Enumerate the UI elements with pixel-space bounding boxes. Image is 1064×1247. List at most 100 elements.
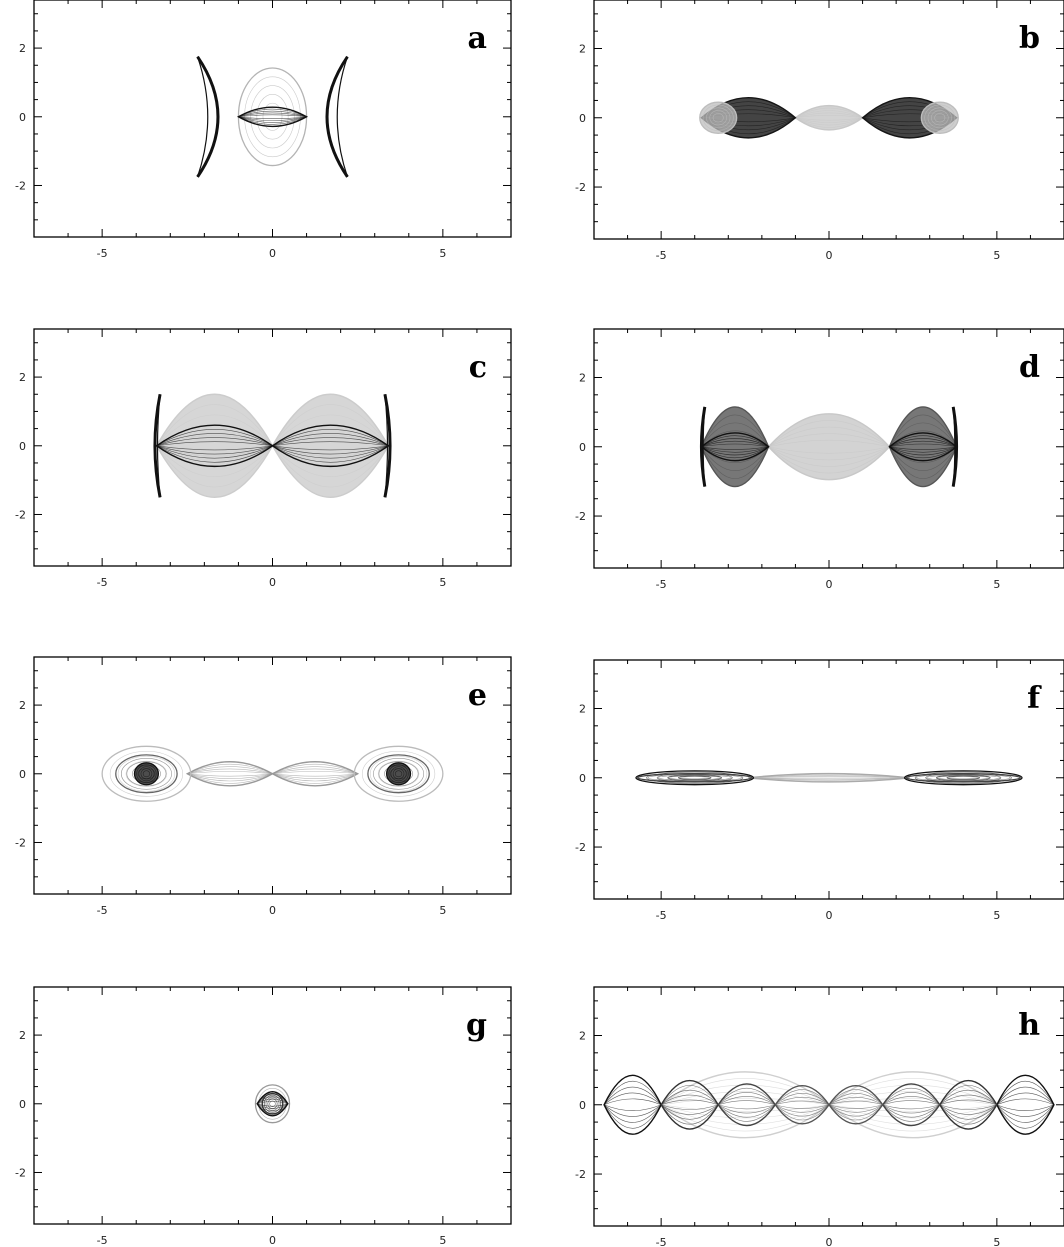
series-c-3-strand [272, 441, 389, 451]
series-h-7-strand [882, 1096, 941, 1114]
y-tick-label: 2 [19, 1029, 26, 1042]
series-e-3-ring [377, 760, 420, 787]
x-tick-label: 5 [993, 249, 1000, 262]
series-h-0 [660, 1071, 831, 1139]
x-tick-label: 5 [439, 247, 446, 260]
y-tick-label: 0 [579, 112, 586, 125]
series-h-4 [660, 1079, 720, 1130]
series-f-1 [635, 770, 755, 786]
series-f-4-ring [936, 775, 990, 780]
series-h-7-strand [881, 1100, 941, 1110]
series-b-4-ring [927, 107, 952, 129]
series-a-0 [237, 67, 308, 167]
series-group [254, 1084, 291, 1124]
series-e-0 [185, 761, 274, 787]
series-f-1-ring [646, 771, 744, 784]
series-b-4 [920, 101, 959, 135]
series-e-0-strand [187, 768, 273, 779]
series-e-3-ring [369, 755, 428, 792]
y-tick-label: 0 [19, 111, 26, 124]
series-a-2 [196, 55, 220, 178]
series-h-4-strand [660, 1099, 720, 1110]
series-g-0-ring [258, 1087, 287, 1120]
series-f-3-ring [678, 776, 711, 780]
x-tick-label: -5 [97, 904, 108, 917]
series-h-9-strand [827, 1100, 884, 1109]
panel-letter: c [469, 350, 487, 385]
y-tick-label: 2 [19, 371, 26, 384]
panel-letter: a [468, 21, 487, 56]
panel-letter: g [466, 1008, 487, 1043]
y-tick-label: -2 [575, 510, 586, 523]
y-tick-label: -2 [15, 836, 26, 849]
y-tick-label: 0 [19, 768, 26, 781]
x-tick-label: 0 [826, 249, 833, 262]
series-f-4-ring [947, 776, 980, 780]
series-g-0 [254, 1084, 291, 1124]
y-tick-label: 0 [19, 1098, 26, 1111]
series-f-0-strand [748, 776, 910, 779]
series-h-6 [717, 1083, 777, 1127]
y-tick-label: 2 [579, 1029, 586, 1042]
series-h-2-strand [603, 1098, 662, 1111]
series-a-1 [237, 106, 308, 127]
series-c-1 [271, 393, 390, 498]
y-tick-label: 2 [579, 702, 586, 715]
x-tick-label: 0 [269, 576, 276, 589]
series-h-1-strand [827, 1091, 998, 1119]
series-g-2-ring [269, 1100, 276, 1107]
y-tick-label: 2 [579, 371, 586, 384]
x-tick-label: -5 [656, 249, 667, 262]
series-c-4 [153, 393, 162, 498]
series-d-6-inner [952, 406, 956, 487]
series-h-1-strand [828, 1084, 998, 1125]
series-c-5-inner [384, 394, 389, 498]
series-f-3-ring [668, 775, 722, 780]
series-e-4 [115, 754, 178, 794]
x-tick-label: 5 [993, 909, 1000, 922]
series-e-7-ring [390, 766, 407, 782]
panel-letter: b [1019, 21, 1040, 56]
panel-letter: d [1019, 350, 1040, 385]
series-e-6-ring [142, 770, 151, 778]
series-a-0-ring [262, 102, 283, 131]
series-f-0 [748, 772, 910, 783]
x-tick-label: 5 [439, 1234, 446, 1247]
y-tick-label: -2 [15, 508, 26, 521]
x-tick-label: -5 [656, 909, 667, 922]
x-tick-label: 5 [439, 904, 446, 917]
y-tick-label: -2 [15, 1166, 26, 1179]
series-e-5-ring [378, 761, 419, 787]
series-e-6 [133, 762, 160, 786]
series-a-1-strand [238, 114, 307, 119]
x-tick-label: 0 [269, 247, 276, 260]
y-tick-label: 0 [19, 440, 26, 453]
series-b-3-ring [706, 107, 731, 129]
x-tick-label: 0 [826, 1236, 833, 1247]
y-tick-label: 2 [579, 42, 586, 55]
series-h-5-strand [938, 1099, 998, 1110]
series-h-1 [827, 1071, 998, 1139]
series-g-2-ring [267, 1098, 278, 1109]
series-b-4-ring [924, 104, 956, 131]
series-e-1 [271, 761, 360, 787]
x-tick-label: -5 [97, 247, 108, 260]
series-d-0 [767, 413, 891, 481]
series-group [153, 393, 392, 498]
y-tick-label: -2 [575, 1168, 586, 1181]
series-h-3-strand [996, 1098, 1055, 1111]
series-group [196, 55, 349, 178]
series-a-3-inner [336, 56, 349, 178]
series-e-7-ring [388, 764, 409, 784]
series-f-3-ring [647, 774, 742, 782]
series-group [603, 1071, 1055, 1139]
series-f-4-ring [926, 774, 1001, 781]
x-tick-label: 5 [439, 576, 446, 589]
series-a-0-ring [250, 85, 295, 149]
panel-letter: f [1027, 681, 1042, 716]
series-f-3-ring [657, 774, 732, 781]
series-e-7-ring [394, 770, 403, 778]
y-tick-label: 0 [579, 1099, 586, 1112]
